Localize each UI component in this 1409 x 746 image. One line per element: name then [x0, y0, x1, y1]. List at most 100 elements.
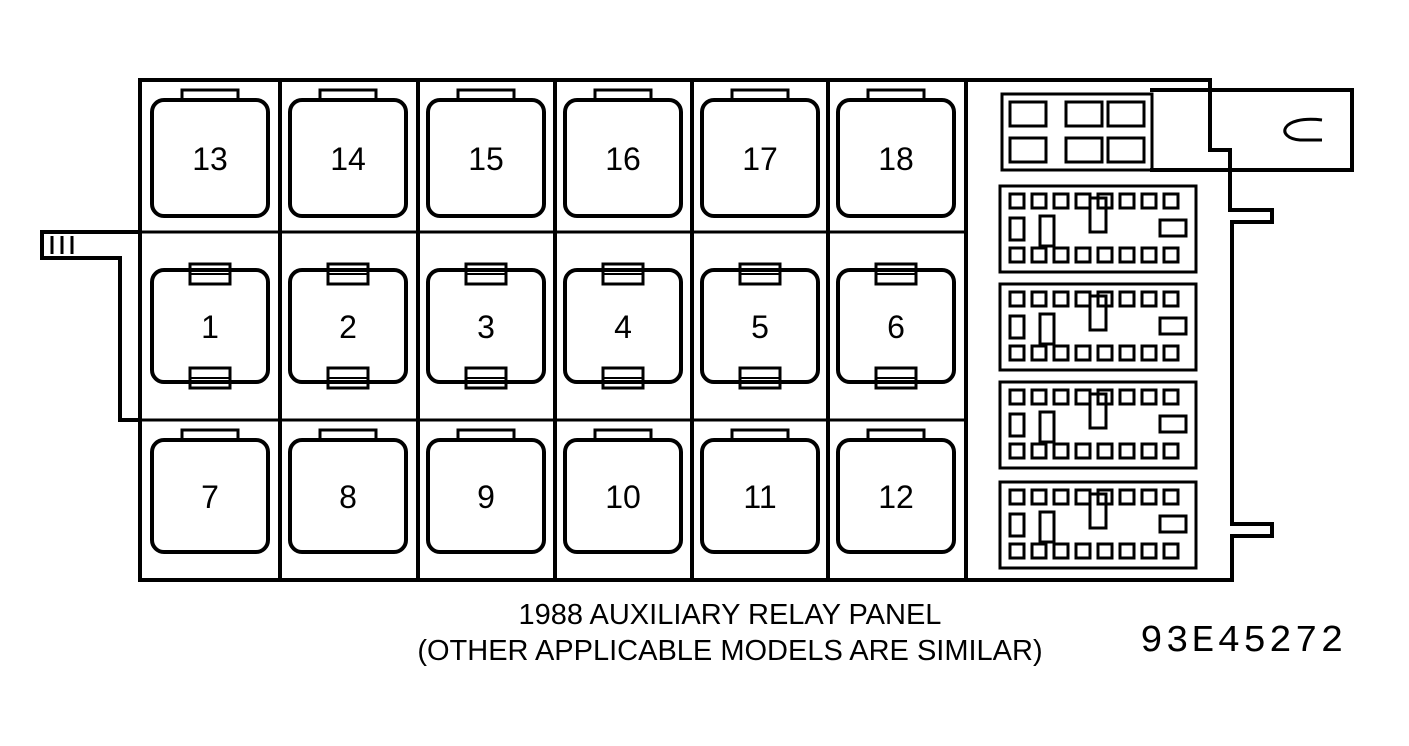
connector-pin: [1118, 344, 1136, 362]
relay-number: 10: [605, 479, 641, 515]
relay-outline: [700, 268, 820, 384]
connector-pin: [1118, 246, 1136, 264]
fuse-slot: [1106, 136, 1146, 164]
connector-pin: [1038, 410, 1056, 444]
relay-number: 17: [742, 141, 778, 177]
relay-number: 16: [605, 141, 641, 177]
connector-pin: [1030, 442, 1048, 460]
connector-pin: [1052, 442, 1070, 460]
panel-left-tab: [40, 230, 140, 422]
relay-number: 12: [878, 479, 914, 515]
relay-outline: [836, 268, 956, 384]
relay-outline: [426, 98, 546, 218]
column-dividers: [278, 80, 968, 580]
connector-pin: [1030, 542, 1048, 560]
relay-number: 1: [201, 309, 219, 345]
connector-pin: [1030, 488, 1048, 506]
relay-number: 18: [878, 141, 914, 177]
connector-outline: [998, 282, 1198, 372]
connector-pin: [1052, 344, 1070, 362]
fuse-slot: [1008, 136, 1048, 164]
connector-pin: [1030, 344, 1048, 362]
connector-pin: [1096, 542, 1114, 560]
connector-pin: [1118, 388, 1136, 406]
relay-outline: [426, 438, 546, 554]
hook-icon: [1283, 117, 1323, 142]
connector-pin: [1162, 246, 1180, 264]
caption-title: 1988 AUXILIARY RELAY PANEL: [518, 599, 942, 631]
relay-socket-6: 6: [836, 262, 956, 390]
connector-pin: [1030, 388, 1048, 406]
relay-outline: [150, 438, 270, 554]
connector-pin: [1096, 246, 1114, 264]
fuse-slot: [1008, 100, 1048, 128]
panel-outline: [138, 78, 1274, 582]
panel-right-tab: [1150, 88, 1354, 172]
relay-tab: [318, 428, 378, 440]
fuse-slot: [1106, 100, 1146, 128]
relay-socket-2: 2: [288, 262, 408, 390]
connector-pin: [1038, 214, 1056, 248]
relay-number: 5: [751, 309, 769, 345]
relay-number: 11: [743, 479, 776, 515]
connector-1: [998, 184, 1198, 274]
connector-pin: [1052, 290, 1070, 308]
connector-pin: [1118, 542, 1136, 560]
fuse-block: [1000, 92, 1154, 172]
connector-pin: [1162, 290, 1180, 308]
relay-tab: [456, 88, 516, 100]
connector-outline: [998, 480, 1198, 570]
relay-tab: [180, 428, 240, 440]
relay-socket-16: 16: [563, 88, 683, 218]
connector-pin: [1118, 488, 1136, 506]
connector-pin: [1074, 542, 1092, 560]
connector-pin: [1008, 488, 1026, 506]
relay-socket-10: 10: [563, 428, 683, 554]
connector-pin: [1140, 192, 1158, 210]
connector-outline: [998, 380, 1198, 470]
relay-number: 15: [468, 141, 504, 177]
connector-pin: [1140, 442, 1158, 460]
relay-socket-5: 5: [700, 262, 820, 390]
connector-pin: [1158, 316, 1188, 336]
connector-pin: [1008, 246, 1026, 264]
connector-pin: [1030, 192, 1048, 210]
relay-outline: [563, 438, 683, 554]
relay-socket-8: 8: [288, 428, 408, 554]
connector-pin: [1008, 290, 1026, 308]
relay-number: 9: [477, 479, 495, 515]
relay-outline: [426, 268, 546, 384]
relay-outline: [563, 268, 683, 384]
relay-number: 2: [339, 309, 357, 345]
connector-pin: [1088, 492, 1108, 530]
connector-pin: [1088, 294, 1108, 332]
connector-pin: [1118, 290, 1136, 308]
relay-tab: [318, 88, 378, 100]
connector-pin: [1038, 312, 1056, 346]
fuse-block-outline: [1000, 92, 1154, 172]
relay-tab: [180, 88, 240, 100]
caption-subtitle: (OTHER APPLICABLE MODELS ARE SIMILAR): [417, 635, 1043, 667]
connector-pin: [1030, 290, 1048, 308]
relay-number: 8: [339, 479, 357, 515]
connector-pin: [1158, 218, 1188, 238]
relay-outline: [700, 438, 820, 554]
row-bands: [140, 230, 966, 422]
connector-pin: [1008, 442, 1026, 460]
connector-pin: [1140, 290, 1158, 308]
relay-tab: [593, 428, 653, 440]
fuse-slot: [1064, 136, 1104, 164]
relay-number: 7: [201, 479, 219, 515]
relay-socket-14: 14: [288, 88, 408, 218]
connector-pin: [1140, 542, 1158, 560]
connector-pin: [1074, 442, 1092, 460]
connector-pin: [1096, 344, 1114, 362]
relay-tab: [730, 88, 790, 100]
connector-pin: [1008, 344, 1026, 362]
connector-pin: [1074, 192, 1092, 210]
connector-pin: [1008, 512, 1026, 538]
connector-pin: [1052, 192, 1070, 210]
relay-number: 14: [330, 141, 366, 177]
